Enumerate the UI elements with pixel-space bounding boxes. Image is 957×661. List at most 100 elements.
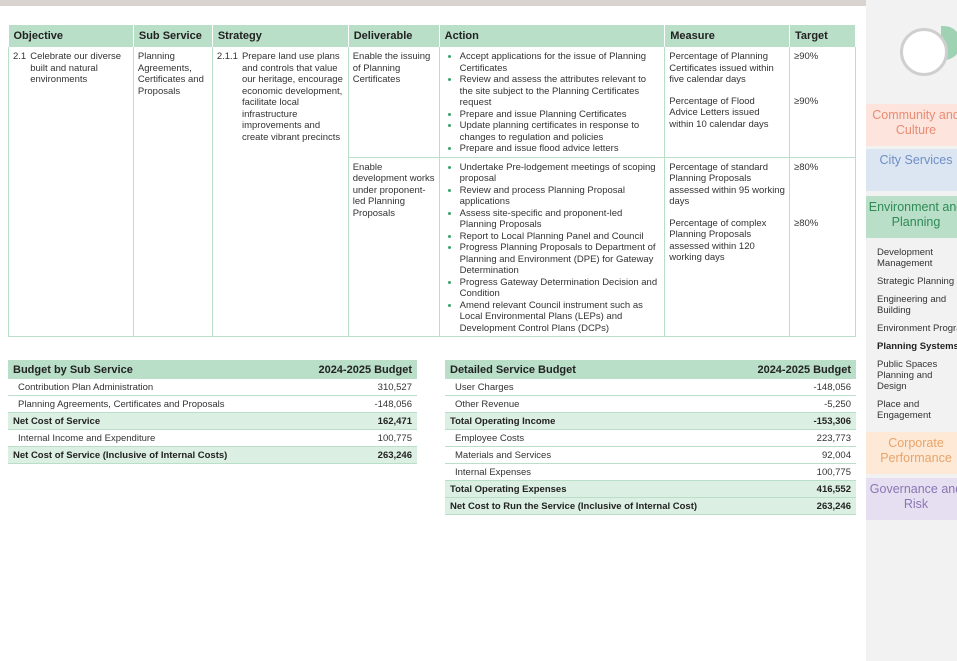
strategy-number: 2.1.1 [216,51,238,62]
budget-header-label: Detailed Service Budget [445,360,738,379]
list-item: Amend relevant Council instrument such a… [447,300,661,335]
tab-label: Governance and Risk [869,482,957,511]
measure-cell: Percentage of Planning Certificates issu… [664,47,791,158]
list-item: Update planning certificates in response… [447,120,661,143]
measure-text: Percentage of Flood Advice Letters issue… [669,95,769,130]
measure-text: Percentage of complex Planning Proposals… [669,217,767,264]
budget-header-label: Budget by Sub Service [8,360,288,379]
tab-governance-and-risk[interactable]: Governance and Risk [866,478,957,520]
budget-row-value: 100,775 [287,429,417,447]
deliverable-cell: Enable development works under proponent… [347,157,440,337]
sidebar-item[interactable]: Public Spaces Planning and Design [877,359,938,392]
deliverable-cell: Enable the issuing of Planning Certifica… [348,47,440,158]
budget-row-label: Contribution Plan Administration [8,379,288,396]
table-header-row: Budget by Sub Service 2024-2025 Budget [8,360,417,379]
sub-service-cell: Planning Agreements, Certificates and Pr… [133,47,213,337]
budget-row-value: 263,246 [737,497,856,515]
budget-row-value: -5,250 [737,395,856,413]
budget-row-value: 310,527 [287,379,417,396]
tab-community-and-culture[interactable]: Community and Culture [866,104,957,146]
header-action: Action [439,25,666,47]
tab-label: Environment and Planning [868,200,957,229]
header-measure: Measure [664,25,791,47]
list-item: Report to Local Planning Panel and Counc… [447,231,661,243]
target-value: ≥90% [794,95,819,107]
objective-number: 2.1 [13,51,27,62]
action-cell: Accept applications for the issue of Pla… [439,47,666,158]
table-header-row: Detailed Service Budget 2024-2025 Budget [445,360,856,379]
sidebar-item[interactable]: Place and Engagement [877,399,931,421]
table-row: Enable development works under proponent… [9,157,856,337]
progress-ring-icon [900,28,948,76]
budget-row-label: Net Cost to Run the Service (Inclusive o… [445,497,738,515]
sidebar-item[interactable]: Planning Systems [877,341,957,352]
list-item: Review and assess the attributes relevan… [447,74,661,109]
budget-row-label: User Charges [445,379,738,396]
measure-text: Percentage of standard Planning Proposal… [669,161,785,208]
tab-city-services[interactable]: City Services [866,149,957,191]
target-cell: ≥80% ≥80% [789,157,856,337]
list-item: Assess site-specific and proponent-led P… [447,208,661,231]
header-target: Target [789,25,856,47]
budget-row-value: -153,306 [737,412,856,430]
budget-row-label: Net Cost of Service (Inclusive of Intern… [8,446,288,464]
budget-row-value: 416,552 [737,480,856,498]
sidebar-item[interactable]: Engineering and Building [877,294,947,316]
budget-row-label: Internal Income and Expenditure [8,429,288,447]
list-item: Prepare and issue Planning Certificates [447,109,661,121]
table-row: Planning Agreements, Certificates and Pr… [8,395,417,413]
target-cell: ≥90% ≥90% [789,47,856,158]
table-row: Total Operating Income-153,306 [445,412,856,430]
top-nav-bar [0,0,957,6]
budget-header-year: 2024-2025 Budget [737,360,856,379]
budget-row-label: Net Cost of Service [8,412,288,430]
table-row: User Charges-148,056 [445,379,856,396]
budget-row-value: 162,471 [287,412,417,430]
budget-row-value: -148,056 [287,395,417,413]
strategy-text: Prepare land use plans and controls that… [241,51,343,143]
budget-row-value: 223,773 [737,429,856,447]
target-value: ≥80% [794,161,819,173]
tab-environment-and-planning[interactable]: Environment and Planning [866,196,957,238]
budget-row-value: -148,056 [737,379,856,396]
tab-label: Corporate Performance [880,436,952,465]
budget-row-label: Planning Agreements, Certificates and Pr… [8,395,288,413]
list-item: Review and process Planning Proposal app… [447,185,661,208]
target-value: ≥80% [794,218,819,229]
measure-text: Percentage of Planning Certificates issu… [669,51,774,85]
budget-row-label: Other Revenue [445,395,738,413]
header-deliverable: Deliverable [348,25,440,47]
table-row: Other Revenue-5,250 [445,395,856,413]
budget-row-value: 263,246 [287,446,417,464]
table-header-row: Objective Sub Service Strategy Deliverab… [8,25,856,47]
header-strategy: Strategy [212,25,349,47]
budget-row-value: 92,004 [737,446,856,464]
sidebar-item[interactable]: Strategic Planning [877,276,955,287]
tab-label: City Services [879,153,953,167]
header-objective: Objective [8,25,134,47]
table-row: Net Cost to Run the Service (Inclusive o… [445,497,856,515]
sidebar-item[interactable]: Environment Programs [877,323,957,334]
objective-text: Celebrate our diverse built and natural … [30,51,122,85]
measure-cell: Percentage of standard Planning Proposal… [664,157,791,337]
header-sub-service: Sub Service [133,25,213,47]
tab-corporate-performance[interactable]: Corporate Performance [866,432,957,474]
budget-row-value: 100,775 [737,463,856,481]
list-item: Accept applications for the issue of Pla… [447,51,661,74]
list-item: Undertake Pre-lodgement meetings of scop… [447,162,661,185]
list-item: Progress Gateway Determination Decision … [447,277,661,300]
list-item: Prepare and issue flood advice letters [447,143,661,155]
sidebar-item[interactable]: Development Management [877,247,933,269]
budget-by-sub-service-table: Budget by Sub Service 2024-2025 Budget C… [8,360,417,464]
action-list: Undertake Pre-lodgement meetings of scop… [444,162,661,335]
